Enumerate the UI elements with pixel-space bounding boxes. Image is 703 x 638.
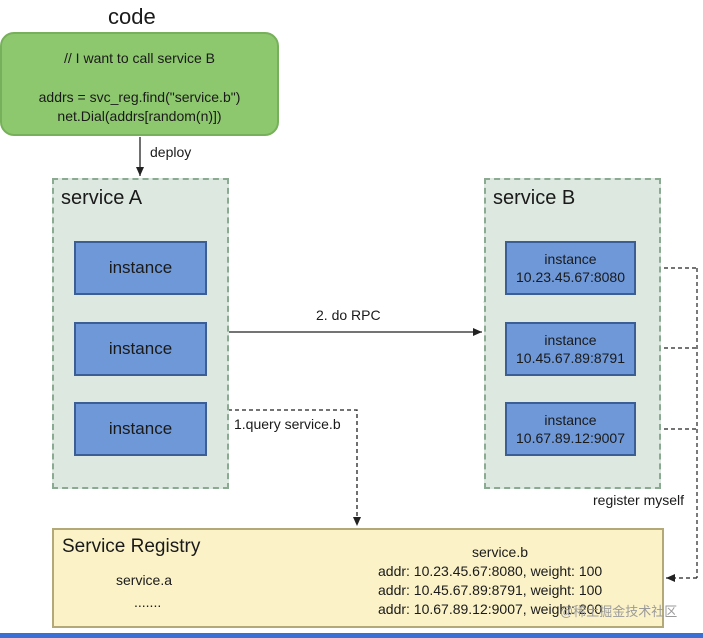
do-rpc-label: 2. do RPC	[316, 307, 381, 323]
query-arrow	[228, 409, 361, 526]
code-box: // I want to call service B addrs = svc_…	[0, 32, 279, 136]
registry-entry-3: addr: 10.67.89.12:9007, weight: 200	[378, 601, 603, 617]
service-b-instance-1: instance 10.23.45.67:8080	[505, 241, 636, 295]
service-a-instance-1: instance	[74, 241, 207, 295]
query-label: 1.query service.b	[234, 416, 341, 432]
registry-entry-1: addr: 10.23.45.67:8080, weight: 100	[378, 563, 603, 579]
bottom-bar	[0, 633, 703, 638]
instance-address: 10.67.89.12:9007	[516, 430, 625, 446]
code-title: code	[108, 4, 156, 29]
registry-title: Service Registry	[62, 536, 201, 557]
register-label: register myself	[591, 492, 687, 508]
code-line-dial: net.Dial(addrs[random(n)])	[57, 108, 222, 124]
service-registry: Service Registry service.a ....... servi…	[52, 528, 664, 628]
watermark: @稀土掘金技术社区	[560, 604, 678, 619]
registry-ellipsis: .......	[134, 594, 162, 610]
instance-label: instance	[544, 251, 597, 267]
registry-service-b: service.b	[472, 544, 529, 560]
service-a-instance-3: instance	[74, 402, 207, 456]
instance-label: instance	[544, 412, 597, 428]
service-b-title: service B	[493, 187, 576, 209]
service-b-instance-2: instance 10.45.67.89:8791	[505, 322, 636, 376]
instance-address: 10.23.45.67:8080	[516, 269, 625, 285]
registry-entry-2: addr: 10.45.67.89:8791, weight: 100	[378, 582, 603, 598]
service-b-instance-3: instance 10.67.89.12:9007	[505, 402, 636, 456]
code-line-find: addrs = svc_reg.find("service.b")	[38, 89, 241, 105]
service-a-instance-2: instance	[74, 322, 207, 376]
instance-address: 10.45.67.89:8791	[516, 350, 625, 366]
instance-label: instance	[544, 332, 597, 348]
service-a-title: service A	[61, 187, 143, 209]
registry-service-a: service.a	[116, 572, 173, 588]
deploy-label: deploy	[150, 144, 192, 160]
code-comment: // I want to call service B	[64, 50, 215, 66]
